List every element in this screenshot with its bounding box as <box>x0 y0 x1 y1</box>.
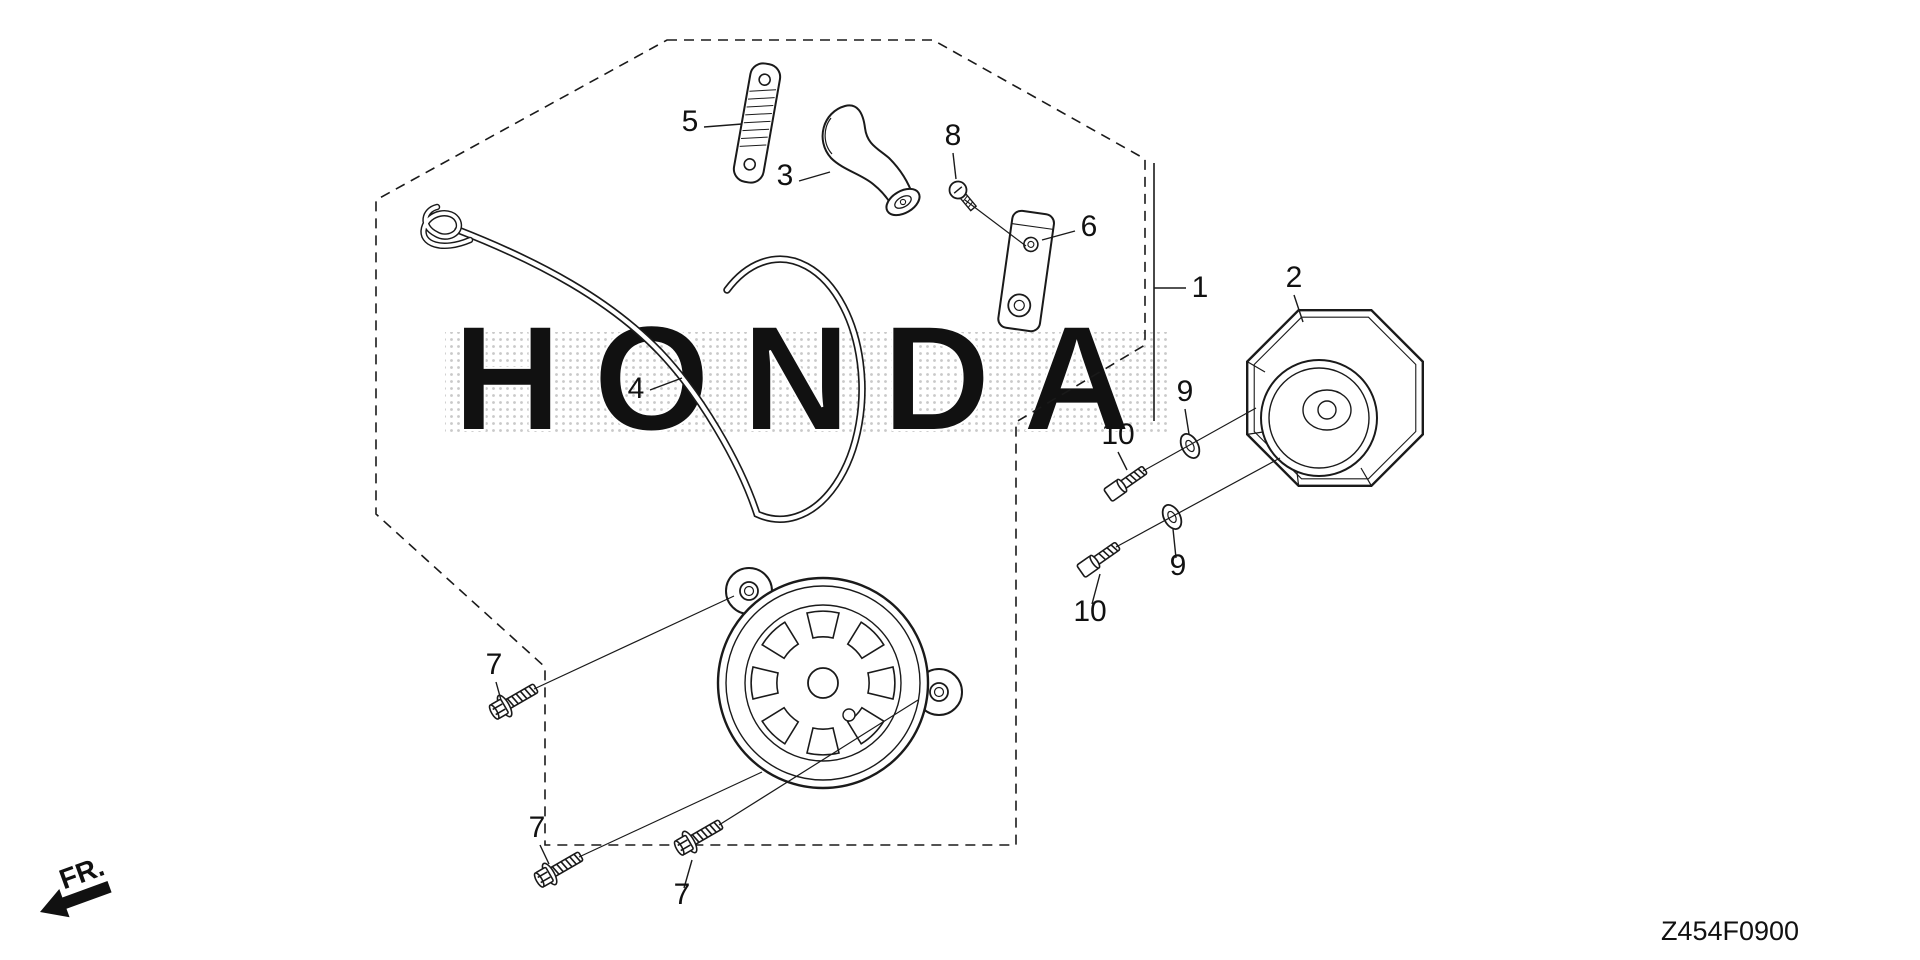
washer-9a <box>1175 429 1205 463</box>
part-label-6: 6 <box>1081 210 1098 243</box>
part-label-4: 4 <box>628 372 645 405</box>
group-boundary-dashed-box <box>375 39 1146 846</box>
part-label-10b: 10 <box>1073 595 1106 628</box>
leader-lines <box>495 123 1304 889</box>
part-label-1: 1 <box>1192 271 1209 304</box>
assembly-lines <box>533 199 1281 858</box>
starter-case <box>1246 309 1424 487</box>
part1-bracket <box>1153 163 1186 421</box>
part-label-9a: 9 <box>1177 375 1194 408</box>
part-label-8: 8 <box>945 119 962 152</box>
starter-rope <box>420 203 866 523</box>
flange-bolt-7b <box>529 844 588 893</box>
flange-bolt-7a <box>484 676 543 725</box>
part-label-5: 5 <box>682 105 699 138</box>
diagram-code: Z454F0900 <box>1661 916 1799 946</box>
watermark-band <box>445 332 1170 432</box>
part-label-7c: 7 <box>674 878 691 911</box>
front-arrow-icon <box>40 881 112 918</box>
part-label-2: 2 <box>1286 261 1303 294</box>
recoil-pulley <box>716 567 963 790</box>
part-label-10a: 10 <box>1101 418 1134 451</box>
part-label-7b: 7 <box>529 811 546 844</box>
front-direction-arrow: FR. <box>40 851 112 918</box>
honda-watermark: HONDA <box>453 294 1163 462</box>
watermark: HONDA <box>445 293 1170 463</box>
setting-screw <box>948 180 978 212</box>
starter-ratchet <box>732 62 782 184</box>
part-label-3: 3 <box>777 159 794 192</box>
ratchet-guide-plate <box>997 209 1055 333</box>
part-label-9b: 9 <box>1170 549 1187 582</box>
flange-bolt-7c <box>669 812 728 861</box>
part-label-7a: 7 <box>486 648 503 681</box>
starter-grip <box>821 104 921 217</box>
socket-bolt-10b <box>1075 538 1123 579</box>
